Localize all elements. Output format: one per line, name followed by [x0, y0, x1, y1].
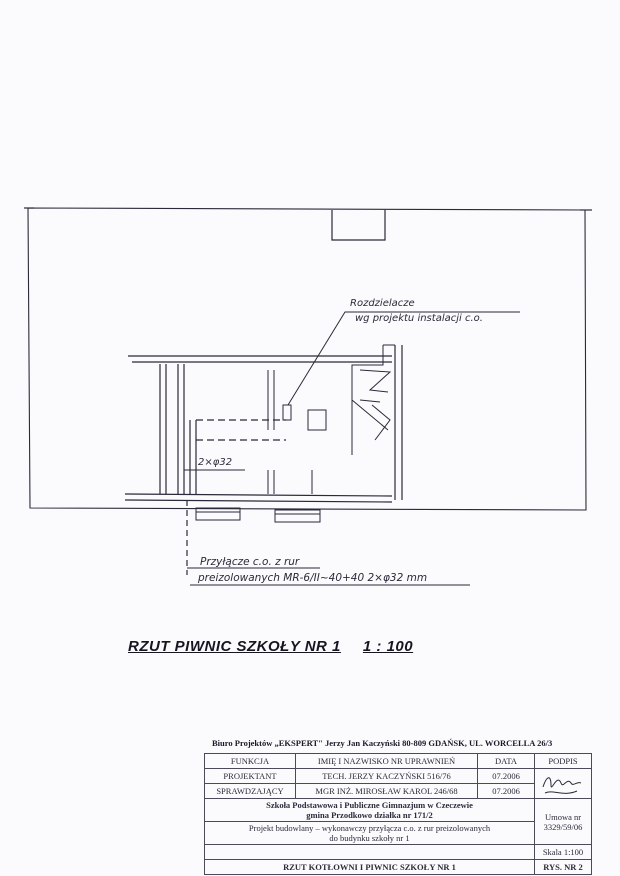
basement-wall-left: [159, 364, 167, 494]
signature-cell: [534, 768, 592, 799]
drawing-title: RZUT KOTŁOWNI I PIWNIC SZKOŁY NR 1: [204, 859, 535, 875]
header-podpis: PODPIS: [534, 753, 592, 769]
row-imie: MGR INŻ. MIROSŁAW KAROL 246/68: [295, 783, 478, 799]
plan-title-scale: 1 : 100: [362, 638, 414, 655]
distributor-box: [282, 404, 292, 421]
opening-2: [274, 509, 321, 523]
signature-image: [542, 777, 582, 794]
scale-cell: Skala 1:100: [534, 844, 592, 860]
row-funkcja: PROJEKTANT: [204, 768, 296, 784]
school-row: Szkoła Podstawowa i Publiczne Gimnazjum …: [204, 798, 592, 845]
plan-title: RZUT PIWNIC SZKOŁY NR 1 1 : 100: [128, 638, 435, 655]
project-row: Projekt budowlany – wykonawczy przyłącza…: [204, 821, 592, 845]
partition-lower: [267, 470, 275, 494]
bureau-header: Biuro Projektów „EKSPERT" Jerzy Jan Kacz…: [212, 738, 553, 748]
header-data: DATA: [477, 753, 535, 769]
plan-title-name: RZUT PIWNIC SZKOŁY NR 1: [128, 638, 341, 655]
contract-label: Umowa nr: [544, 811, 582, 822]
school-line1: Szkoła Podstawowa i Publiczne Gimnazjum …: [266, 800, 473, 810]
header-funkcja: FUNKCJA: [204, 753, 296, 769]
header-imie: IMIĘ I NAZWISKO NR UPRAWNIEŃ: [295, 753, 478, 769]
project-line1: Projekt budowlany – wykonawczy przyłącza…: [248, 823, 491, 833]
pipe-size-label: 2×φ32: [198, 457, 232, 468]
contract-cell: Umowa nr 3329/59/06: [534, 798, 592, 845]
small-room: [307, 409, 327, 431]
drawing-title-row: RZUT KOTŁOWNI I PIWNIC SZKOŁY NR 1 RYS. …: [204, 859, 592, 875]
basement-wall-right: [394, 345, 403, 500]
school-name: Szkoła Podstawowa i Publiczne Gimnazjum …: [204, 798, 535, 822]
leader-connection: [187, 567, 470, 586]
title-block-header-row: FUNKCJA IMIĘ I NAZWISKO NR UPRAWNIEŃ DAT…: [204, 753, 592, 769]
row-funkcja: SPRAWDZAJĄCY: [204, 783, 296, 799]
project-description: Projekt budowlany – wykonawczy przyłącza…: [204, 821, 535, 845]
table-row: PROJEKTANT TECH. JERZY KACZYŃSKI 516/76 …: [204, 768, 592, 799]
table-row: SPRAWDZAJĄCY MGR INŻ. MIROSŁAW KAROL 246…: [204, 783, 592, 799]
basement-wall-mid-left: [177, 364, 185, 494]
row-data: 07.2006: [477, 783, 535, 799]
leader-distributor: [287, 311, 520, 406]
basement-wall-bottom: [124, 493, 393, 503]
distributor-label-line2: wg projektu instalacji c.o.: [355, 313, 483, 324]
scale-row: Skala 1:100: [204, 844, 592, 860]
basement-wall-top: [128, 355, 392, 363]
contract-number: 3329/59/06: [543, 821, 583, 832]
project-line2: do budynku szkoły nr 1: [329, 833, 410, 843]
distributor-label-line1: Rozdzielacze: [350, 298, 415, 309]
pipe-riser: [189, 420, 197, 494]
opening-1: [195, 507, 241, 521]
partition-center: [267, 370, 275, 430]
building-notch: [331, 210, 386, 241]
building-outline: [27, 207, 587, 511]
title-block-table: FUNKCJA IMIĘ I NAZWISKO NR UPRAWNIEŃ DAT…: [204, 753, 592, 875]
row-data: 07.2006: [477, 768, 535, 784]
staircase: [351, 344, 395, 455]
drawing-number: RYS. NR 2: [534, 859, 592, 875]
row-imie: TECH. JERZY KACZYŃSKI 516/76: [295, 768, 478, 784]
connection-note-line2: preizolowanych MR-6/II~40+40 2×φ32 mm: [197, 572, 427, 584]
school-line2: gmina Przodkowo działka nr 171/2: [306, 810, 433, 820]
connection-note-line1: Przyłącze c.o. z rur: [200, 556, 300, 568]
